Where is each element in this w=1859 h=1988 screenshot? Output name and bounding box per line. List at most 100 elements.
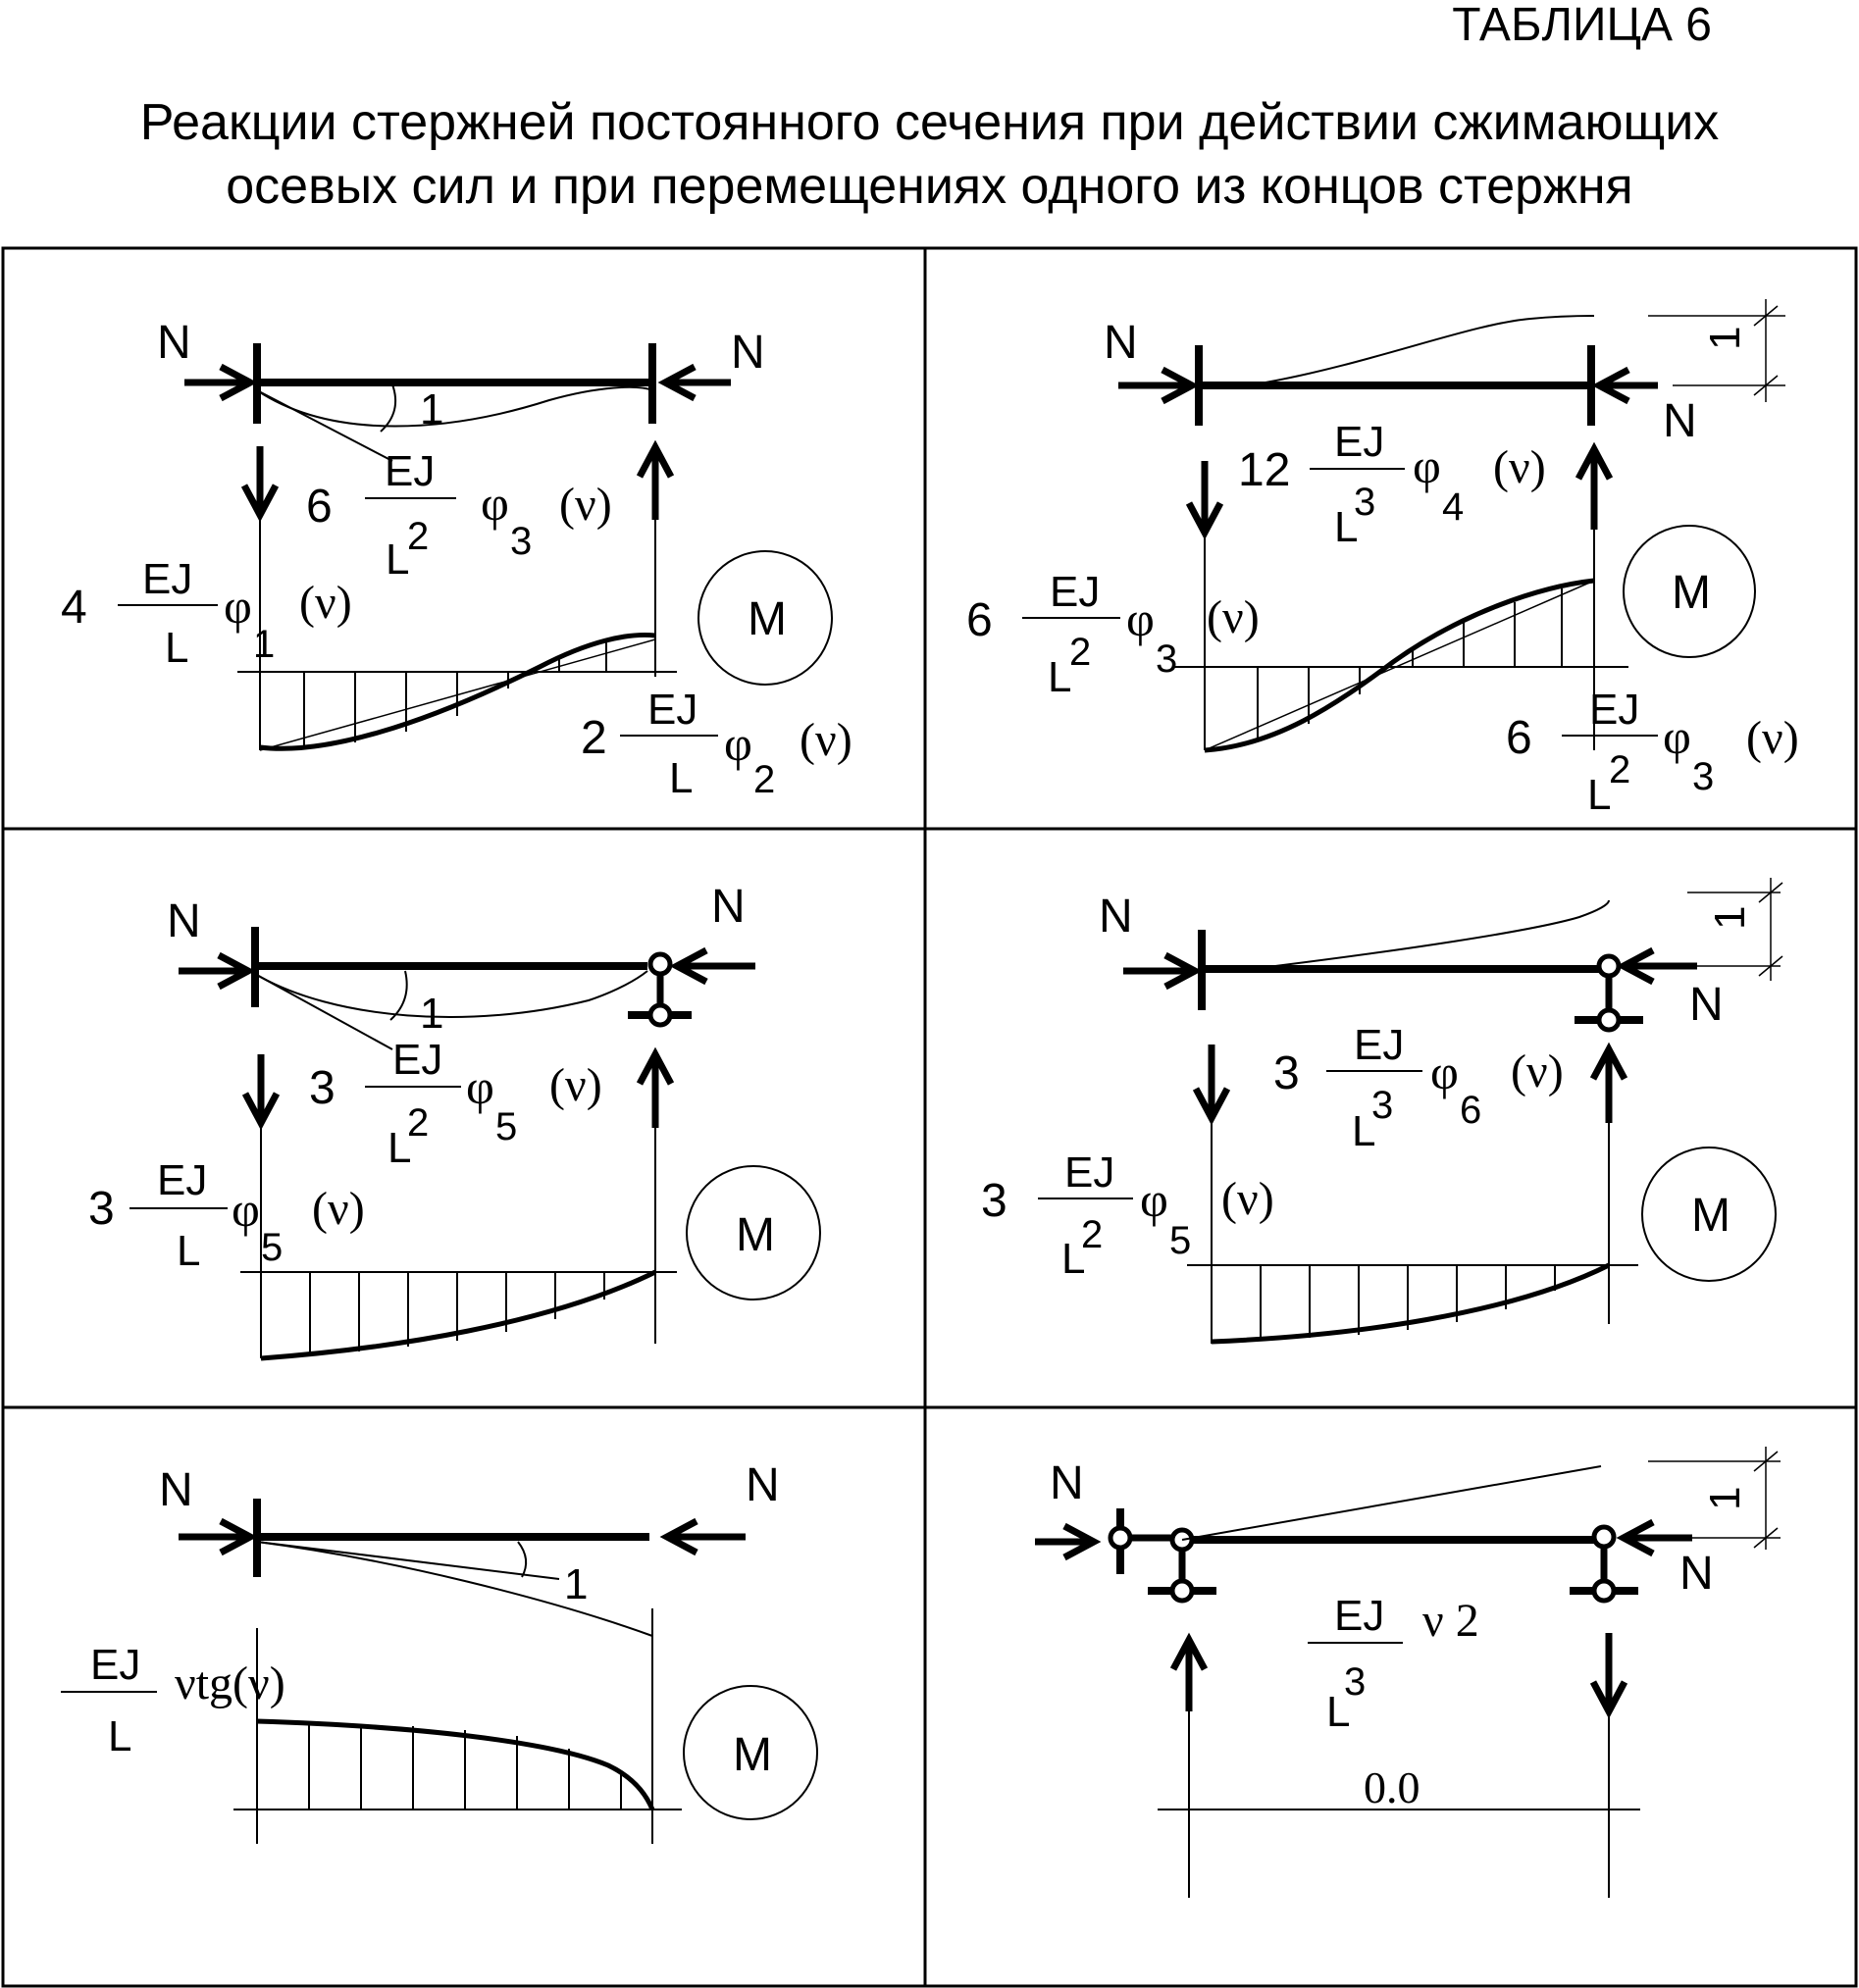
phi-subscript: 3	[1156, 637, 1177, 681]
exponent: 2	[1609, 748, 1630, 791]
force-label-left: N	[1099, 891, 1133, 943]
pin-hinge-top	[1596, 953, 1622, 979]
numerator: EJ	[1064, 1148, 1114, 1197]
numerator: EJ	[392, 1036, 442, 1084]
exponent: 3	[1371, 1084, 1393, 1127]
numerator: EJ	[142, 555, 192, 603]
force-label-right: N	[1679, 1548, 1714, 1600]
numerator: EJ	[1334, 418, 1384, 466]
rotation-tangent	[254, 973, 393, 1050]
denominator: L	[669, 754, 693, 802]
denominator: L	[387, 1124, 411, 1172]
unit-label: 1	[1706, 906, 1754, 930]
cell-4-fixed-pinned-displacement: N N 1 3 EJ L 3 φ 6 (ν) 3 EJ L 2 φ 5 (ν) …	[981, 878, 1783, 1345]
cell-3-fixed-pinned-rotation: N N 1 3 EJ L 2 φ 5 (ν) 3 EJ L φ 5 (ν) M	[88, 881, 821, 1361]
denominator: L	[1587, 771, 1611, 819]
denominator: L	[165, 624, 188, 672]
hinge-left	[1108, 1525, 1133, 1551]
rotation-arc	[389, 970, 408, 1021]
force-label-right: N	[746, 1459, 780, 1511]
force-label-right: N	[1689, 979, 1724, 1031]
coef-top: 3	[1273, 1047, 1300, 1099]
numerator: EJ	[1050, 568, 1100, 616]
coef-left: 3	[88, 1183, 115, 1235]
moment-curve	[1211, 1262, 1611, 1345]
coef-top: 12	[1238, 444, 1290, 496]
moment-curve	[260, 1269, 657, 1361]
nu-argument: (ν)	[1746, 712, 1799, 764]
exponent: 2	[1081, 1213, 1103, 1256]
phi-subscript: 3	[510, 520, 532, 563]
hatch	[309, 1272, 605, 1355]
phi-subscript: 4	[1442, 485, 1464, 529]
moment-symbol	[683, 1685, 818, 1820]
force-label-left: N	[167, 895, 201, 947]
nu-argument: (ν)	[1511, 1045, 1564, 1097]
denominator: L	[1352, 1107, 1375, 1155]
pin-hinge-top-right	[1591, 1524, 1617, 1550]
unit-label: 1	[564, 1560, 588, 1608]
denominator: L	[1048, 653, 1071, 701]
phi-symbol: φ	[224, 579, 252, 634]
phi-symbol: φ	[232, 1182, 260, 1237]
nu-argument: (ν)	[559, 479, 612, 531]
moment-curve	[259, 633, 656, 751]
pin-hinge-bottom-right	[1591, 1578, 1617, 1604]
title-line-1: Реакции стержней постоянного сечения при…	[139, 94, 1720, 151]
coef-top: 3	[309, 1062, 336, 1114]
pin-hinge-bottom	[647, 1002, 673, 1028]
phi-symbol: φ	[466, 1059, 494, 1114]
zero-moment-label: 0.0	[1364, 1762, 1420, 1812]
nu-argument: (ν)	[312, 1183, 365, 1235]
moment-expression: νtg(ν)	[175, 1657, 285, 1709]
denominator: L	[177, 1227, 200, 1275]
cell-1-fixed-fixed-rotation: N N 1 6 EJ L 2 φ 3 (ν) 4 EJ L φ 1 (ν) 2 …	[61, 317, 852, 802]
hatch	[1260, 1265, 1556, 1341]
force-label-left: N	[159, 1464, 193, 1516]
exponent: 2	[407, 1101, 429, 1145]
coef-bottom: 2	[581, 712, 607, 764]
cell-5-fixed-free: N N 1 EJ L νtg(ν) M	[61, 1459, 818, 1844]
phi-symbol: φ	[481, 476, 509, 531]
numerator: EJ	[1589, 686, 1639, 734]
unit-label: 1	[1701, 327, 1749, 350]
pin-hinge-bottom	[1596, 1007, 1622, 1033]
moment-symbol	[1623, 525, 1756, 658]
hatch	[303, 641, 607, 747]
denominator: L	[1326, 1688, 1350, 1736]
coef-top: 6	[306, 481, 333, 533]
force-label-left: N	[157, 317, 191, 369]
moment-curve	[256, 1718, 655, 1810]
phi-subscript: 3	[1692, 755, 1714, 798]
denominator: L	[386, 535, 409, 584]
moment-symbol	[697, 550, 833, 686]
deflection-curve	[256, 385, 653, 428]
rotation-arc	[517, 1541, 528, 1578]
force-label-right: N	[1663, 395, 1697, 447]
exponent: 3	[1344, 1660, 1366, 1704]
nu-argument: (ν)	[299, 577, 352, 629]
rotation-tangent	[256, 389, 393, 462]
coef-left: 4	[61, 582, 87, 634]
hatch	[308, 1722, 622, 1810]
title-line-2: осевых сил и при перемещениях одного из …	[226, 158, 1633, 215]
phi-symbol: φ	[1413, 438, 1441, 493]
nu-argument: (ν)	[549, 1059, 602, 1111]
numerator: EJ	[157, 1156, 207, 1204]
numerator: EJ	[647, 686, 697, 734]
moment-label: M	[1691, 1190, 1730, 1242]
unit-label: 1	[1701, 1487, 1749, 1510]
deflection-curve	[1265, 315, 1595, 383]
moment-label: M	[733, 1729, 772, 1781]
rotation-arc	[380, 383, 396, 433]
denominator: L	[1334, 503, 1358, 551]
phi-subscript: 5	[261, 1226, 283, 1269]
deflection-curve	[254, 970, 648, 1019]
nu-argument: (ν)	[1221, 1173, 1274, 1225]
cell-6-pinned-pinned-displacement: N N 1 EJ L 3 ν 2 0.0	[1035, 1447, 1781, 1898]
phi-symbol: φ	[1126, 591, 1155, 646]
force-label-left: N	[1050, 1457, 1084, 1509]
moment-symbol	[1641, 1147, 1777, 1282]
phi-symbol: φ	[724, 716, 752, 771]
